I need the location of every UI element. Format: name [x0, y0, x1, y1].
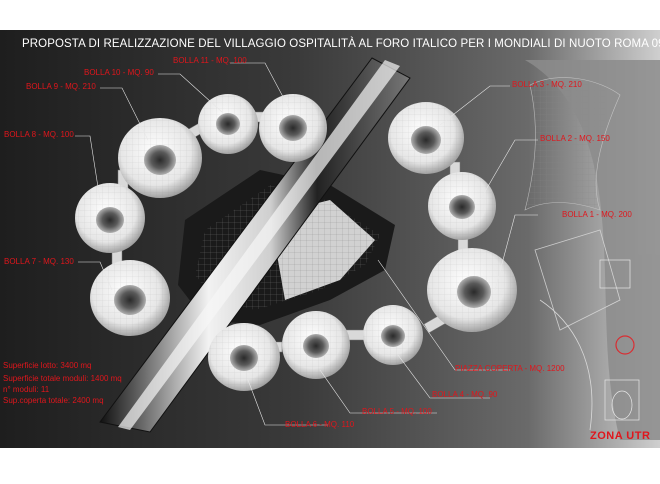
leader-lines	[75, 62, 538, 426]
label-piazza-coperta: PIAZZA COPERTA - MQ. 1200	[455, 364, 565, 373]
info-sup-coperta: Sup.coperta totale: 2400 mq	[3, 396, 104, 405]
brand-logo-text: ZONA UTR	[590, 430, 651, 442]
bubble-11	[259, 94, 327, 162]
bubble-4	[363, 305, 423, 365]
label-bolla-2: BOLLA 2 - MQ. 150	[540, 134, 610, 143]
bubble-3	[388, 102, 464, 174]
label-bolla-11: BOLLA 11 - MQ. 100	[173, 56, 247, 65]
label-bolla-8: BOLLA 8 - MQ. 100	[4, 130, 74, 139]
label-bolla-10: BOLLA 10 - MQ. 90	[84, 68, 154, 77]
label-bolla-6: BOLLA 6 - MQ. 110	[285, 420, 355, 429]
top-band	[0, 0, 660, 30]
bubbles	[75, 94, 517, 391]
label-bolla-5: BOLLA 5 - MQ. 100	[362, 407, 432, 416]
bubble-8	[75, 183, 145, 253]
context-map	[524, 60, 660, 440]
bubble-5	[282, 311, 350, 379]
diagonal-walkway	[99, 57, 411, 433]
bottom-band	[0, 448, 660, 484]
info-superficie-moduli: Superficie totale moduli: 1400 mq	[3, 374, 122, 383]
bubble-7	[90, 260, 170, 336]
info-superficie-lotto: Superficie lotto: 3400 mq	[3, 361, 92, 370]
label-bolla-1: BOLLA 1 - MQ. 200	[562, 210, 632, 219]
page-title: PROPOSTA DI REALIZZAZIONE DEL VILLAGGIO …	[22, 38, 660, 50]
bubble-10	[198, 94, 258, 154]
bubble-1	[427, 248, 517, 332]
label-bolla-9: BOLLA 9 - MQ. 210	[26, 82, 96, 91]
label-bolla-4: BOLLA 4 - MQ. 90	[432, 390, 498, 399]
bubble-9	[118, 118, 202, 198]
bubble-2	[428, 172, 496, 240]
info-n-moduli: n° moduli: 11	[3, 385, 50, 394]
label-bolla-3: BOLLA 3 - MQ. 210	[512, 80, 582, 89]
bubble-6	[208, 323, 280, 391]
label-bolla-7: BOLLA 7 - MQ. 130	[4, 257, 74, 266]
